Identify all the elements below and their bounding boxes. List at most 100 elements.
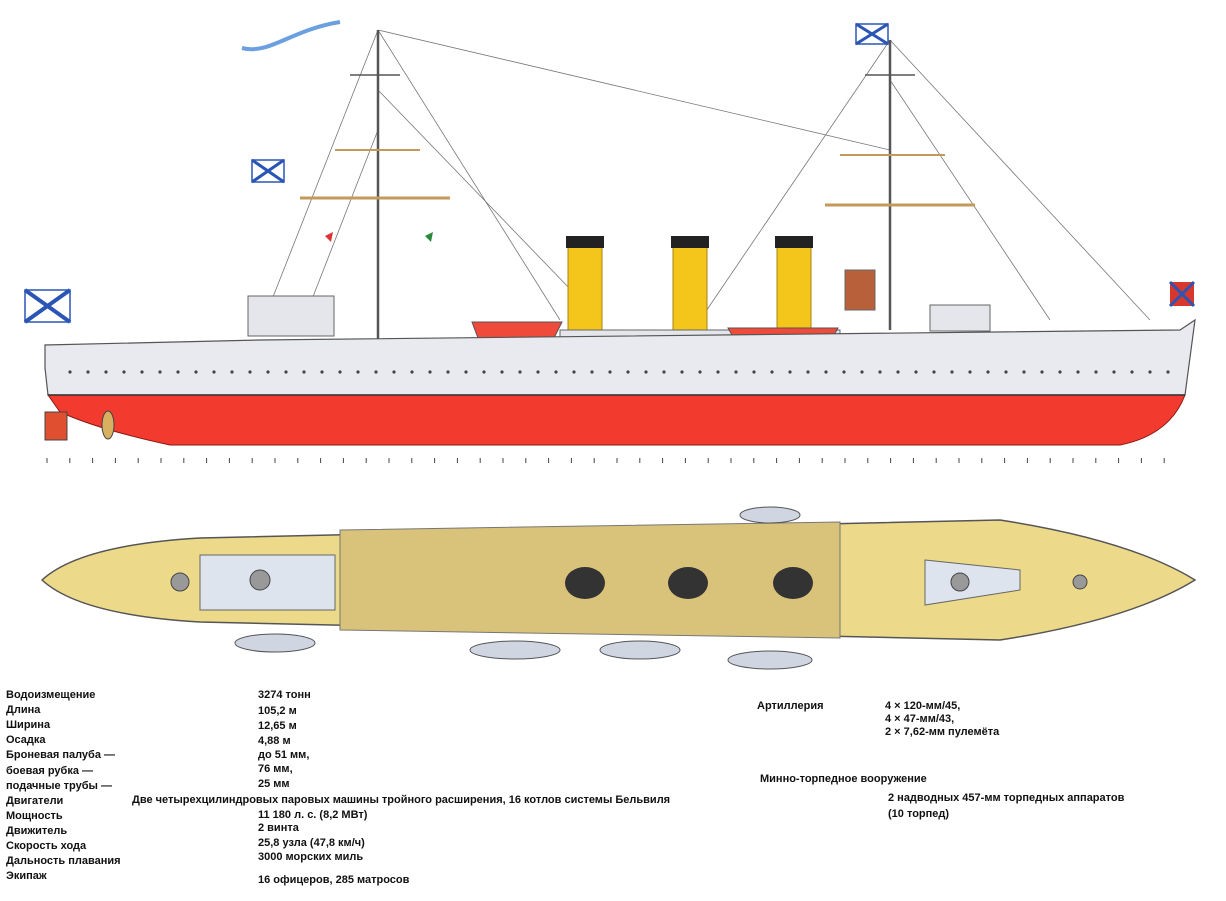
porthole: [968, 370, 972, 374]
porthole: [842, 370, 846, 374]
porthole: [482, 370, 486, 374]
spec-label: Мощность: [6, 810, 63, 822]
porthole: [536, 370, 540, 374]
plan-guns: [170, 569, 1088, 592]
porthole: [932, 370, 936, 374]
artillery-label: Артиллерия: [757, 700, 824, 712]
hull-lower: [47, 394, 1186, 446]
porthole: [122, 370, 126, 374]
porthole: [986, 370, 990, 374]
torpedo-item: (10 торпед): [888, 808, 950, 820]
porthole: [1166, 370, 1170, 374]
artillery-item: 4 × 47-мм/43,: [885, 713, 955, 725]
porthole: [1040, 370, 1044, 374]
fore-mast: [300, 30, 450, 345]
spec-value: 3000 морских миль: [258, 851, 364, 863]
porthole: [698, 370, 702, 374]
spec-value: 16 офицеров, 285 матросов: [258, 874, 410, 886]
bridge-deck: [199, 554, 336, 611]
porthole: [266, 370, 270, 374]
porthole: [320, 370, 324, 374]
funnels: [566, 236, 813, 337]
plan-boats: [234, 506, 813, 670]
porthole: [68, 370, 72, 374]
flags: [23, 20, 1196, 324]
porthole: [824, 370, 828, 374]
torpedo-item: 2 надводных 457-мм торпедных аппаратов: [888, 792, 1125, 804]
spec-value: 4,88 м: [258, 735, 291, 747]
porthole: [1004, 370, 1008, 374]
porthole: [374, 370, 378, 374]
spec-value: до 51 мм,: [258, 749, 310, 761]
artillery-item: 2 × 7,62-мм пулемёта: [885, 726, 1000, 738]
spec-value: 11 180 л. с. (8,2 МВт): [258, 809, 368, 821]
porthole: [428, 370, 432, 374]
spec-label: Осадка: [6, 734, 46, 746]
profile-view: [23, 20, 1196, 463]
spec-label: Водоизмещение: [6, 689, 96, 701]
porthole: [644, 370, 648, 374]
porthole: [194, 370, 198, 374]
porthole: [734, 370, 738, 374]
porthole: [230, 370, 234, 374]
porthole: [140, 370, 144, 374]
porthole: [248, 370, 252, 374]
porthole: [158, 370, 162, 374]
porthole: [950, 370, 954, 374]
rigging: [259, 29, 1151, 331]
porthole: [212, 370, 216, 374]
porthole: [752, 370, 756, 374]
porthole: [518, 370, 522, 374]
porthole: [1148, 370, 1152, 374]
spec-label: подачные трубы —: [6, 780, 112, 792]
porthole: [284, 370, 288, 374]
spec-label: Длина: [6, 704, 41, 716]
spec-value: 2 винта: [258, 822, 299, 834]
porthole: [302, 370, 306, 374]
porthole: [338, 370, 342, 374]
spec-value: 105,2 м: [258, 705, 297, 717]
porthole: [554, 370, 558, 374]
porthole: [680, 370, 684, 374]
artillery-item: 4 × 120-мм/45,: [885, 700, 961, 712]
spec-value: 25,8 узла (47,8 км/ч): [258, 837, 365, 849]
porthole: [1058, 370, 1062, 374]
porthole: [590, 370, 594, 374]
spec-label: Движитель: [6, 825, 68, 837]
torpedo-label: Минно-торпедное вооружение: [760, 773, 927, 785]
porthole: [104, 370, 108, 374]
porthole: [662, 370, 666, 374]
rudder-propeller: [44, 410, 115, 441]
spec-label: Броневая палуба —: [6, 749, 116, 761]
porthole: [1022, 370, 1026, 374]
spec-label: Дальность плавания: [6, 855, 121, 867]
porthole: [176, 370, 180, 374]
porthole: [716, 370, 720, 374]
spec-label: Экипаж: [6, 870, 47, 882]
plan-view: [40, 506, 1197, 670]
porthole: [356, 370, 360, 374]
spec-value: Две четырехцилиндровых паровых машины тр…: [132, 794, 671, 806]
porthole: [1130, 370, 1134, 374]
porthole: [1094, 370, 1098, 374]
porthole: [464, 370, 468, 374]
scale-ticks: [46, 458, 1165, 463]
spec-value: 25 мм: [258, 778, 290, 790]
plan-funnels: [565, 567, 813, 599]
spec-label: Скорость хода: [6, 840, 87, 852]
spec-label: боевая рубка —: [6, 765, 94, 777]
porthole: [896, 370, 900, 374]
porthole: [914, 370, 918, 374]
porthole: [572, 370, 576, 374]
porthole: [446, 370, 450, 374]
porthole: [878, 370, 882, 374]
porthole: [86, 370, 90, 374]
main-mast: [825, 40, 975, 330]
spec-value: 3274 тонн: [258, 689, 311, 701]
porthole: [500, 370, 504, 374]
porthole: [806, 370, 810, 374]
spec-value: 12,65 м: [258, 720, 297, 732]
spec-label: Двигатели: [6, 795, 64, 807]
porthole: [1076, 370, 1080, 374]
porthole: [788, 370, 792, 374]
